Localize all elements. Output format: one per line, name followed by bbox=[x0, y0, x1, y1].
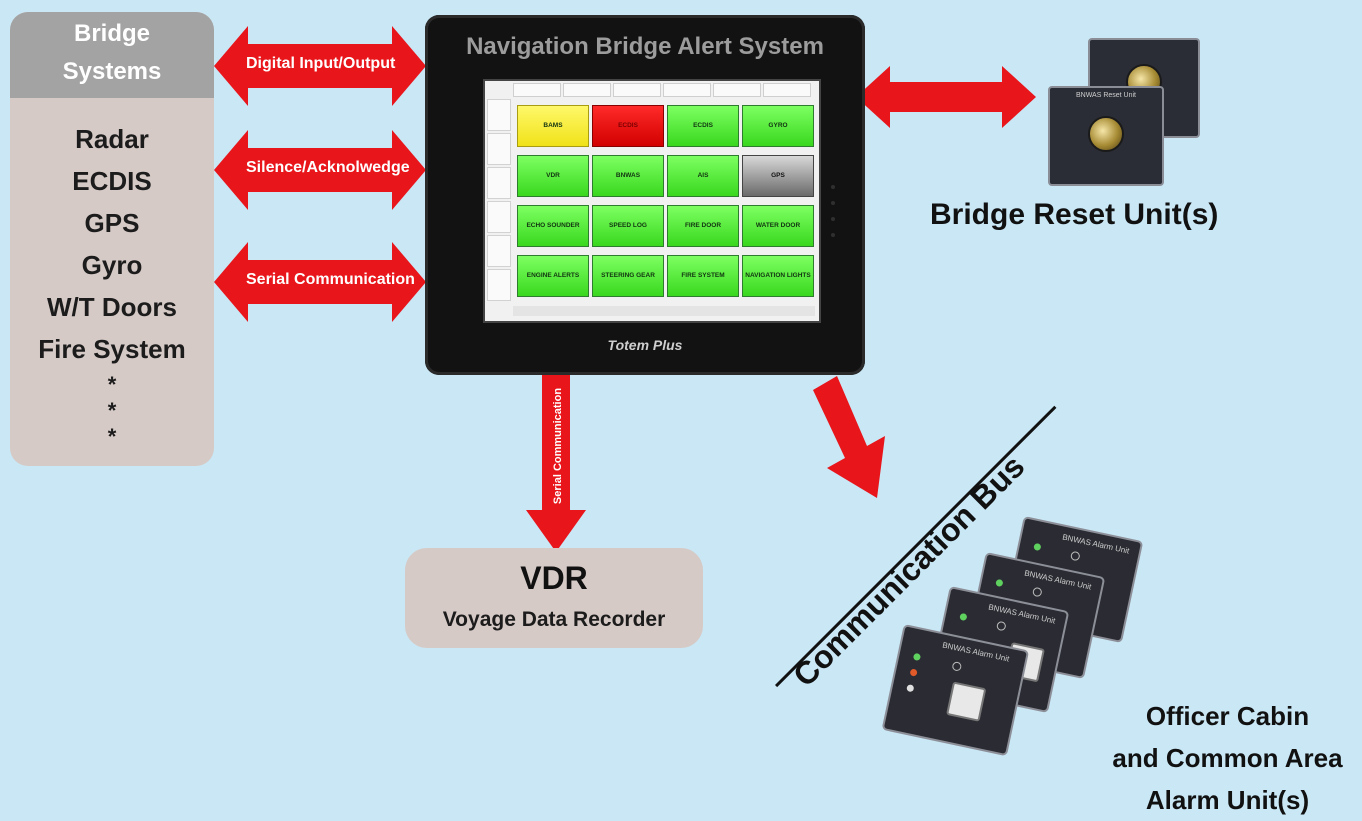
side-slot bbox=[487, 269, 511, 301]
status-led-icon bbox=[1031, 586, 1043, 598]
serial-comm-label: Serial Communication bbox=[246, 271, 415, 288]
silence-ack-arrow bbox=[214, 130, 426, 210]
status-led-icon bbox=[1033, 542, 1042, 552]
system-item-radar: Radar bbox=[75, 124, 149, 154]
vdr-title: VDR bbox=[520, 560, 588, 596]
alert-tile[interactable]: GPS bbox=[742, 155, 814, 197]
side-slot bbox=[487, 167, 511, 199]
alert-tile[interactable]: ECDIS bbox=[667, 105, 739, 147]
system-item-more-1: * bbox=[107, 372, 117, 397]
alert-tile[interactable]: WATER DOOR bbox=[742, 205, 814, 247]
bridge-systems-header-line-1: Bridge bbox=[73, 20, 150, 47]
serial-comm-arrow bbox=[214, 242, 426, 322]
alarm-units-label-line-1: Officer Cabin bbox=[1145, 701, 1310, 731]
system-item-more-2: * bbox=[107, 398, 117, 423]
top-slot bbox=[613, 83, 661, 97]
vdr-box: VDR Voyage Data Recorder bbox=[405, 548, 703, 648]
status-led-icon bbox=[959, 612, 968, 622]
screen-side-bar bbox=[487, 99, 511, 303]
system-item-ecdis: ECDIS bbox=[72, 166, 152, 196]
silence-ack-label: Silence/Acknolwedge bbox=[246, 159, 410, 176]
bridge-systems-panel: Bridge Systems Radar ECDIS GPS Gyro W/T … bbox=[10, 12, 214, 466]
alert-system-monitor: Navigation Bridge Alert System BAMS ECDI… bbox=[425, 15, 865, 375]
bridge-systems-header: Bridge Systems bbox=[10, 12, 214, 98]
side-slot bbox=[487, 201, 511, 233]
bridge-reset-units-label: Bridge Reset Unit(s) bbox=[930, 198, 1219, 231]
system-item-wt-doors: W/T Doors bbox=[47, 292, 177, 322]
top-slot bbox=[663, 83, 711, 97]
alarm-units-label-line-2: and Common Area bbox=[1112, 743, 1343, 773]
monitor-led bbox=[831, 233, 835, 237]
alarm-units-label-line-3: Alarm Unit(s) bbox=[1145, 785, 1310, 815]
status-led-icon bbox=[906, 684, 915, 693]
comm-bus-arrow bbox=[813, 376, 885, 498]
status-led-icon bbox=[1069, 550, 1081, 562]
alert-tile[interactable]: BNWAS bbox=[592, 155, 664, 197]
top-slot bbox=[763, 83, 811, 97]
reset-unit-card-front[interactable]: BNWAS Reset Unit bbox=[1048, 86, 1164, 186]
monitor-title: Navigation Bridge Alert System bbox=[466, 33, 824, 60]
status-led-icon bbox=[995, 578, 1004, 588]
screen-status-bar bbox=[513, 306, 815, 316]
reset-card-title: BNWAS Reset Unit bbox=[1075, 92, 1137, 99]
alert-tile[interactable]: NAVIGATION LIGHTS bbox=[742, 255, 814, 297]
alarm-button[interactable] bbox=[946, 681, 987, 722]
vdr-arrow-label-wrap: Serial Communication bbox=[548, 378, 568, 518]
side-slot bbox=[487, 133, 511, 165]
monitor-led bbox=[831, 185, 835, 189]
system-item-more-3: * bbox=[107, 424, 117, 449]
alert-tile[interactable]: VDR bbox=[517, 155, 589, 197]
top-slot bbox=[513, 83, 561, 97]
vdr-subtitle: Voyage Data Recorder bbox=[442, 608, 666, 631]
screen-top-bar bbox=[513, 83, 815, 97]
system-item-fire-system: Fire System bbox=[38, 334, 186, 364]
alert-tile[interactable]: FIRE DOOR bbox=[667, 205, 739, 247]
alert-tile[interactable]: BAMS bbox=[517, 105, 589, 147]
alert-tile[interactable]: FIRE SYSTEM bbox=[667, 255, 739, 297]
digital-io-arrow bbox=[214, 26, 426, 106]
alarm-card-title: BNWAS Alarm Unit bbox=[941, 640, 1011, 664]
vdr-arrow-label: Serial Communication bbox=[552, 387, 564, 505]
vdr-arrow bbox=[526, 370, 586, 552]
reset-unit-arrow bbox=[856, 66, 1036, 128]
digital-io-label: Digital Input/Output bbox=[246, 55, 396, 72]
alert-tile[interactable]: SPEED LOG bbox=[592, 205, 664, 247]
monitor-screen: BAMS ECDIS ECDIS GYRO VDR BNWAS AIS GPS … bbox=[483, 79, 821, 323]
top-slot bbox=[713, 83, 761, 97]
system-item-gps: GPS bbox=[84, 208, 140, 238]
status-led-icon bbox=[909, 668, 918, 677]
side-slot bbox=[487, 235, 511, 267]
top-slot bbox=[563, 83, 611, 97]
status-led-icon bbox=[995, 620, 1007, 632]
reset-knob-icon bbox=[1088, 116, 1124, 152]
alert-tile[interactable]: ENGINE ALERTS bbox=[517, 255, 589, 297]
alert-tile[interactable]: ECHO SOUNDER bbox=[517, 205, 589, 247]
monitor-brand-logo: Totem Plus bbox=[607, 337, 683, 353]
side-slot bbox=[487, 99, 511, 131]
alert-tile[interactable]: ECDIS bbox=[592, 105, 664, 147]
system-item-gyro: Gyro bbox=[81, 250, 143, 280]
alert-tile[interactable]: STEERING GEAR bbox=[592, 255, 664, 297]
monitor-led bbox=[831, 201, 835, 205]
alert-tile[interactable]: GYRO bbox=[742, 105, 814, 147]
alert-tile[interactable]: AIS bbox=[667, 155, 739, 197]
monitor-led bbox=[831, 217, 835, 221]
bridge-systems-header-line-2: Systems bbox=[62, 58, 162, 85]
alarm-units-label: Officer Cabin and Common Area Alarm Unit… bbox=[1095, 695, 1360, 821]
status-led-icon bbox=[912, 652, 922, 662]
status-led-icon bbox=[951, 661, 963, 672]
